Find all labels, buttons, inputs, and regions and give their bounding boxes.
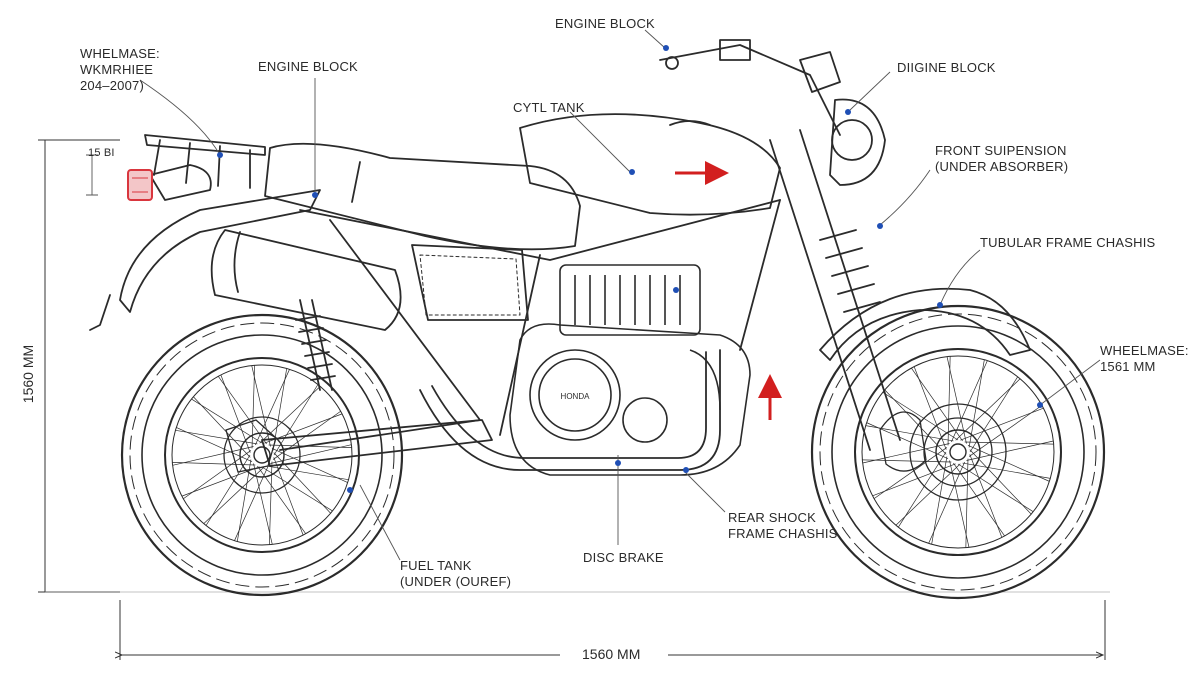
label-oil-tank: CYTL TANK	[513, 100, 585, 115]
wheel-spoke	[928, 461, 965, 544]
wheel-spoke	[968, 359, 985, 448]
wheel-spoke	[253, 463, 273, 545]
wheel-spoke	[172, 461, 256, 466]
wheel-spoke	[271, 448, 348, 483]
label-engine-block-top: ENGINE BLOCK	[555, 16, 655, 31]
wheel-spoke	[969, 376, 1018, 453]
wheel-spoke	[251, 365, 271, 447]
wheel-spoke	[969, 454, 1003, 538]
wheel-spoke	[965, 458, 969, 548]
label-engine-block-left: ENGINE BLOCK	[258, 59, 358, 74]
wheel-spoke	[176, 427, 253, 462]
engine-badge: HONDA	[561, 392, 591, 401]
engine-block	[509, 264, 751, 476]
wheel-spoke	[862, 443, 950, 464]
wheel-spoke	[969, 449, 1032, 515]
wheel-spoke	[964, 441, 1054, 445]
wheel-spoke	[236, 459, 252, 542]
wheel-spoke	[234, 464, 269, 541]
wheel-spoke	[911, 367, 963, 442]
wheel-spoke	[270, 444, 352, 464]
wheel-spoke	[217, 376, 267, 445]
wheel-spoke	[205, 454, 251, 526]
wheel-spoke	[947, 356, 951, 446]
wheel-spoke	[949, 460, 970, 548]
wheel-spoke	[257, 465, 307, 534]
wheel-spoke	[873, 447, 948, 499]
wheel-spoke	[865, 425, 954, 442]
wheel-spoke	[251, 365, 256, 449]
wheel-spoke	[957, 463, 1034, 512]
label-fuel-tank: FUEL TANK (UNDER (OUREF)	[400, 558, 512, 589]
label-tubular-frame: TUBULAR FRAME CHASHIS	[980, 235, 1156, 250]
label-wheelbase-right: WHEELMASE: 1561 MM	[1100, 343, 1189, 374]
wheel-spoke	[951, 360, 988, 443]
label-front-suspension: FRONT SUIPENSION (UNDER ABSORBER)	[935, 143, 1069, 174]
wheel-spoke	[953, 462, 1005, 537]
wheel-spoke	[183, 450, 252, 500]
wheel-spoke	[962, 462, 1051, 479]
wheel-spoke	[261, 466, 333, 512]
wheel-spoke	[259, 386, 321, 444]
wheel-spoke	[220, 374, 251, 453]
height-dimension-line	[38, 139, 120, 593]
wheel-spoke	[268, 461, 273, 545]
wheel-spoke	[255, 369, 290, 446]
length-dimension-line	[45, 591, 1110, 660]
wheel-spoke	[960, 407, 1044, 441]
wheel-spoke	[175, 429, 258, 445]
rear-hub-brake	[223, 416, 301, 494]
front-wheel	[810, 304, 1106, 600]
wheel-spoke	[966, 440, 1054, 461]
label-small-dimension: 15 BI	[88, 147, 115, 159]
leader-endpoints	[217, 45, 1043, 493]
wheel-spoke	[273, 452, 331, 514]
front-disc-rotor	[879, 403, 1007, 501]
wheel-spoke	[273, 384, 319, 456]
wheel-spoke	[895, 463, 961, 526]
wheel-spoke	[967, 445, 1050, 482]
dimension-length: 1560 MM	[582, 646, 641, 662]
wheel-spoke	[862, 459, 952, 463]
wheel-spoke	[273, 457, 304, 536]
wheel-spoke	[181, 466, 260, 497]
leader-lines	[86, 29, 1101, 561]
wheel-spoke	[193, 396, 251, 458]
wheel-spoke	[884, 389, 947, 455]
wheel-spoke	[172, 446, 254, 466]
rear-wheel	[120, 313, 404, 597]
wheel-spoke	[266, 465, 349, 481]
wheel-spoke	[872, 463, 956, 497]
wheel-spoke	[882, 392, 959, 441]
label-disc-brake: DISC BRAKE	[583, 550, 664, 565]
label-wheelbase-left: WHELMASE: WKMRHIEE 204–2007)	[80, 46, 160, 93]
wheel-spoke	[931, 456, 948, 545]
taillight	[127, 169, 153, 201]
wheel-spoke	[191, 398, 263, 444]
label-engine-block-right: DIIGINE BLOCK	[897, 60, 996, 75]
label-rear-shock: REAR SHOCK FRAME CHASHIS	[728, 510, 838, 541]
wheel-spoke	[898, 451, 947, 528]
wheel-spoke	[968, 405, 1043, 457]
motorcycle-body	[89, 39, 1031, 471]
wheel-spoke	[946, 356, 967, 444]
wheel-spoke	[913, 366, 947, 450]
wheel-spoke	[955, 378, 1021, 441]
dimension-height: 1560 MM	[20, 344, 36, 404]
wheel-spoke	[203, 466, 265, 524]
